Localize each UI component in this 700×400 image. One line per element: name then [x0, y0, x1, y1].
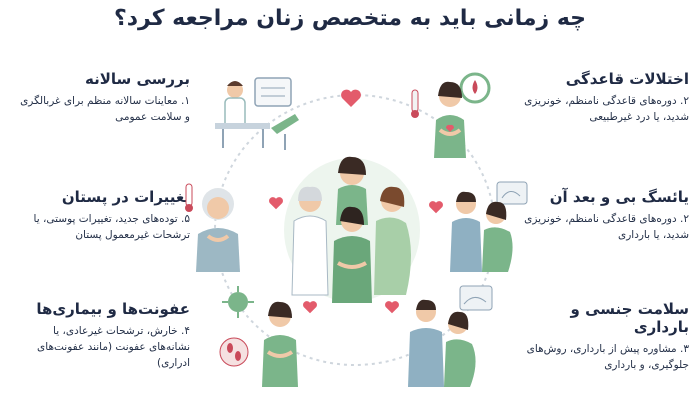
- menstrual-pain-illustration: [411, 72, 491, 158]
- section-breast-changes: تغییرات در پستان ۵. توده‌های جدید، تغییر…: [14, 188, 190, 244]
- section-body: ۲. دوره‌های قاعدگی نامنظم، خونریزی شدید،…: [524, 213, 689, 241]
- heart-icon: [429, 201, 443, 214]
- heart-icon: [385, 301, 399, 314]
- section-body: ۲. دوره‌های قاعدگی نامنظم، خونریزی شدید،…: [524, 95, 689, 123]
- page-title: چه زمانی باید به متخصص زنان مراجعه کرد؟: [113, 6, 587, 31]
- section-menstrual-disorders: اختلالات قاعدگی ۲. دوره‌های قاعدگی نامنظ…: [515, 70, 689, 126]
- section-heading: تغییرات در پستان: [61, 188, 190, 206]
- section-infections: عفونت‌ها و بیماری‌ها ۴. خارش، ترشحات غیر…: [14, 300, 190, 371]
- section-heading: عفونت‌ها و بیماری‌ها: [36, 300, 190, 318]
- section-body: ۴. خارش، ترشحات غیرعادی، یا نشانه‌های عف…: [37, 325, 190, 369]
- section-body: ۵. توده‌های جدید، تغییرات پوستی، یا ترشح…: [33, 213, 190, 241]
- heart-icon: [341, 89, 361, 107]
- section-menopause: یائسگ بی و بعد آن ۲. دوره‌های قاعدگی نام…: [515, 188, 689, 244]
- infection-illustration: [219, 286, 298, 387]
- section-body: ۱. معاینات سالانه منظم برای غربالگری و س…: [20, 95, 190, 123]
- heart-icon: [269, 197, 283, 210]
- section-annual-checkup: بررسی سالانه ۱. معاینات سالانه منظم برای…: [14, 70, 190, 126]
- doctor-checkup-illustration: [215, 77, 299, 150]
- section-heading: یائسگ بی و بعد آن: [549, 188, 689, 206]
- section-heading: سلامت جنسی و بارداری: [570, 300, 689, 336]
- menopause-illustration: [450, 181, 528, 272]
- section-heading: اختلالات قاعدگی: [565, 70, 689, 88]
- section-sexual-health: سلامت جنسی و بارداری ۳. مشاوره پیش از با…: [515, 300, 689, 374]
- pregnancy-couple-illustration: [408, 285, 493, 387]
- women-group-illustration: [284, 156, 420, 303]
- heart-icon: [303, 301, 317, 314]
- section-body: ۳. مشاوره پیش از بارداری، روش‌های جلوگیر…: [526, 343, 689, 371]
- section-heading: بررسی سالانه: [84, 70, 190, 88]
- breast-changes-illustration: [185, 183, 240, 272]
